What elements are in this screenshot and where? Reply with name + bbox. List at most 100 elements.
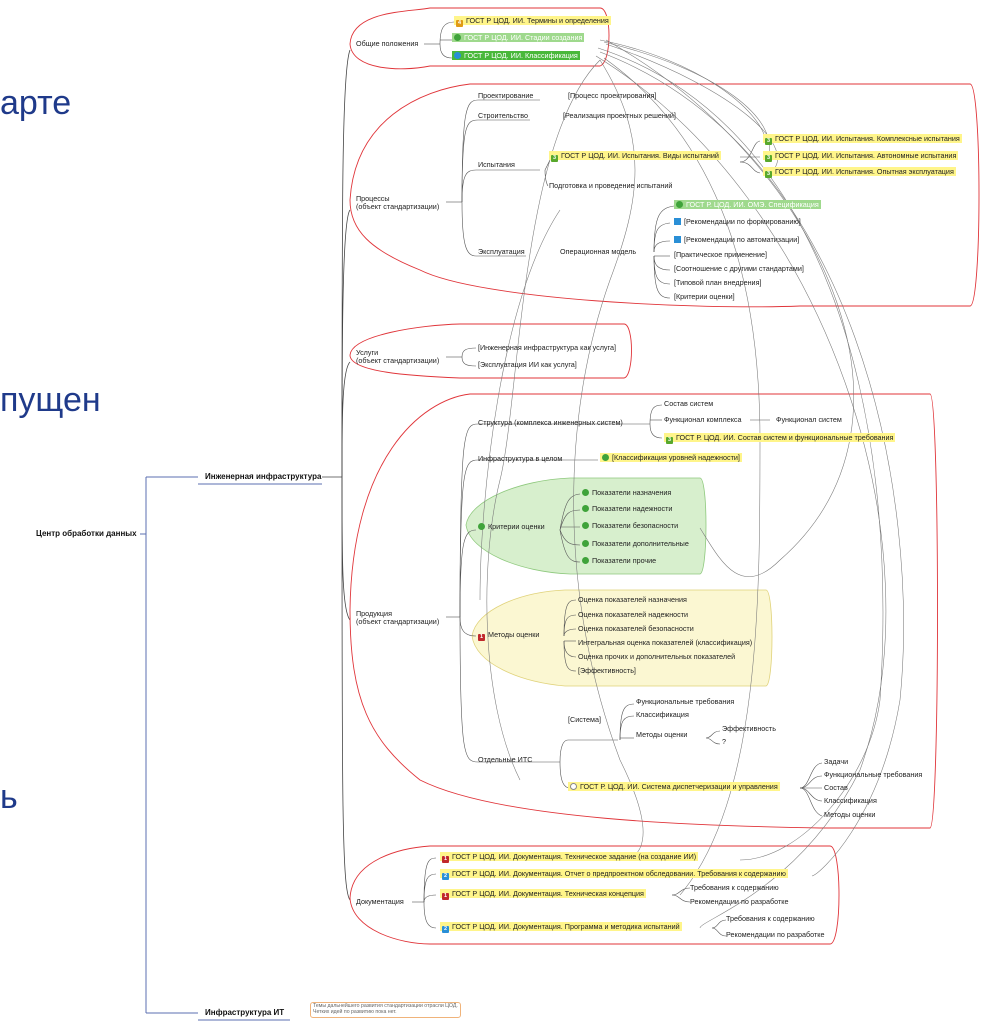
circle-icon xyxy=(570,783,577,790)
prod-structure[interactable]: Структура (комплекса инженерных систем) xyxy=(478,418,623,427)
priority-tag: 3 xyxy=(765,138,772,145)
method-item[interactable]: Оценка прочих и дополнительных показател… xyxy=(578,652,736,661)
general-terms-label: ГОСТ Р ЦОД. ИИ. Термины и определения xyxy=(466,16,609,25)
ops-item-label: [Рекомендации по формированию] xyxy=(684,217,801,226)
dispatch-item[interactable]: Задачи xyxy=(824,757,849,766)
criteria-item[interactable]: Показатели прочие xyxy=(582,556,656,565)
priority-tag: 4 xyxy=(456,20,463,27)
ops-item[interactable]: [Критерии оценки] xyxy=(674,292,735,301)
proc-ops-model[interactable]: Операционная модель xyxy=(560,247,637,256)
ops-item[interactable]: [Типовой план внедрения] xyxy=(674,278,762,287)
prod-criteria[interactable]: Критерии оценки xyxy=(478,522,545,531)
proc-ops[interactable]: Эксплуатация xyxy=(478,247,525,256)
proc-design-link[interactable]: [Процесс проектирования] xyxy=(568,91,657,100)
criteria-item[interactable]: Показатели дополнительные xyxy=(582,539,689,548)
it-infra-note: Темы дальнейшего развития стандартизации… xyxy=(310,1002,461,1018)
criteria-item[interactable]: Показатели безопасности xyxy=(582,521,679,530)
sys-classification[interactable]: Классификация xyxy=(636,710,689,719)
section-general[interactable]: Общие положения xyxy=(356,39,419,48)
slide-text-line-1: арте xyxy=(0,84,72,122)
dispatch-item[interactable]: Классификация xyxy=(824,796,877,805)
prod-composition-gost-label: ГОСТ Р. ЦОД. ИИ. Состав систем и функцио… xyxy=(676,433,894,442)
proc-build-link[interactable]: [Реализация проектных решений] xyxy=(563,111,676,120)
proc-ops-spec-label: ГОСТ Р. ЦОД. ИИ. ОМЭ. Спецификация xyxy=(686,200,819,209)
prod-dispatch-gost[interactable]: ГОСТ Р. ЦОД. ИИ. Система диспетчеризации… xyxy=(568,782,780,791)
prod-functional-systems[interactable]: Функционал систем xyxy=(776,415,842,424)
prod-composition[interactable]: Состав систем xyxy=(664,399,714,408)
proc-tests-pilot-label: ГОСТ Р ЦОД. ИИ. Испытания. Опытная экспл… xyxy=(775,167,954,176)
check-icon xyxy=(582,557,589,564)
check-icon xyxy=(478,523,485,530)
proc-tests-prep[interactable]: Подготовка и проведение испытаний xyxy=(549,181,673,190)
proc-build[interactable]: Строительство xyxy=(478,111,529,120)
prod-system[interactable]: [Система] xyxy=(568,715,601,724)
general-stages[interactable]: ГОСТ Р ЦОД. ИИ. Стадии создания xyxy=(452,33,585,42)
it-note-line-2: Четких идей по развитию пока нет. xyxy=(313,1008,397,1015)
prod-infra-whole[interactable]: Инфраструктура в целом xyxy=(478,454,563,463)
method-item[interactable]: Оценка показателей надежности xyxy=(578,610,689,619)
section-products[interactable]: Продукция (объект стандартизации) xyxy=(356,609,439,627)
section-processes[interactable]: Процессы (объект стандартизации) xyxy=(356,194,439,212)
prod-dispatch-gost-label: ГОСТ Р. ЦОД. ИИ. Система диспетчеризации… xyxy=(580,782,778,791)
check-icon xyxy=(454,34,461,41)
sys-methods[interactable]: Методы оценки xyxy=(636,730,688,739)
method-item[interactable]: Интегральная оценка показателей (классиф… xyxy=(578,638,753,647)
priority-tag: 1 xyxy=(442,893,449,900)
method-item[interactable]: Оценка показателей безопасности xyxy=(578,624,694,633)
method-item[interactable]: [Эффективность] xyxy=(578,666,636,675)
prod-functional-complex[interactable]: Функционал комплекса xyxy=(664,415,742,424)
check-icon xyxy=(676,201,683,208)
sys-question[interactable]: ? xyxy=(722,737,726,746)
doc-concept-rec[interactable]: Рекомендации по разработке xyxy=(690,897,789,906)
dispatch-item[interactable]: Функциональные требования xyxy=(824,770,923,779)
priority-tag: 2 xyxy=(442,926,449,933)
prod-reliability-class[interactable]: [Классификация уровней надежности] xyxy=(600,453,742,462)
service-item[interactable]: [Инженерная инфраструктура как услуга] xyxy=(478,343,616,352)
prod-methods-label: Методы оценки xyxy=(488,630,540,639)
dispatch-item[interactable]: Состав xyxy=(824,783,848,792)
criteria-item[interactable]: Показатели надежности xyxy=(582,504,672,513)
proc-design[interactable]: Проектирование xyxy=(478,91,534,100)
ops-item[interactable]: [Практическое применение] xyxy=(674,250,768,259)
check-icon xyxy=(582,522,589,529)
general-stages-label: ГОСТ Р ЦОД. ИИ. Стадии создания xyxy=(464,33,583,42)
criteria-item-label: Показатели безопасности xyxy=(592,521,679,530)
service-item[interactable]: [Эксплуатация ИИ как услуга] xyxy=(478,360,577,369)
doc-program-rec[interactable]: Рекомендации по разработке xyxy=(726,930,825,939)
section-services-title: Услуги xyxy=(356,348,379,357)
priority-tag: 3 xyxy=(765,155,772,162)
ops-item[interactable]: [Соотношение с другими стандартами] xyxy=(674,264,804,273)
ops-item[interactable]: [Рекомендации по автоматизации] xyxy=(674,235,799,244)
sys-functional[interactable]: Функциональные требования xyxy=(636,697,735,706)
dispatch-item[interactable]: Методы оценки xyxy=(824,810,876,819)
node-it-infra[interactable]: Инфраструктура ИТ xyxy=(205,1008,285,1017)
node-eng-infra[interactable]: Инженерная инфраструктура xyxy=(205,472,322,481)
proc-tests[interactable]: Испытания xyxy=(478,160,515,169)
proc-ops-spec[interactable]: ГОСТ Р. ЦОД. ИИ. ОМЭ. Спецификация xyxy=(674,200,821,209)
doc-program-req[interactable]: Требования к содержанию xyxy=(726,914,815,923)
root-center[interactable]: Центр обработки данных xyxy=(36,529,137,538)
criteria-item[interactable]: Показатели назначения xyxy=(582,488,671,497)
method-item[interactable]: Оценка показателей назначения xyxy=(578,595,687,604)
general-classification[interactable]: ГОСТ Р ЦОД. ИИ. Классификация xyxy=(452,51,580,60)
doc-concept-req[interactable]: Требования к содержанию xyxy=(690,883,779,892)
section-services[interactable]: Услуги (объект стандартизации) xyxy=(356,348,439,366)
section-documentation[interactable]: Документация xyxy=(356,897,404,906)
ops-item[interactable]: [Рекомендации по формированию] xyxy=(674,217,801,226)
section-products-title: Продукция xyxy=(356,609,392,618)
prod-criteria-label: Критерии оценки xyxy=(488,522,545,531)
progress-icon xyxy=(454,52,461,59)
prod-separate-its[interactable]: Отдельные ИТС xyxy=(478,755,533,764)
sys-efficiency[interactable]: Эффективность xyxy=(722,724,776,733)
